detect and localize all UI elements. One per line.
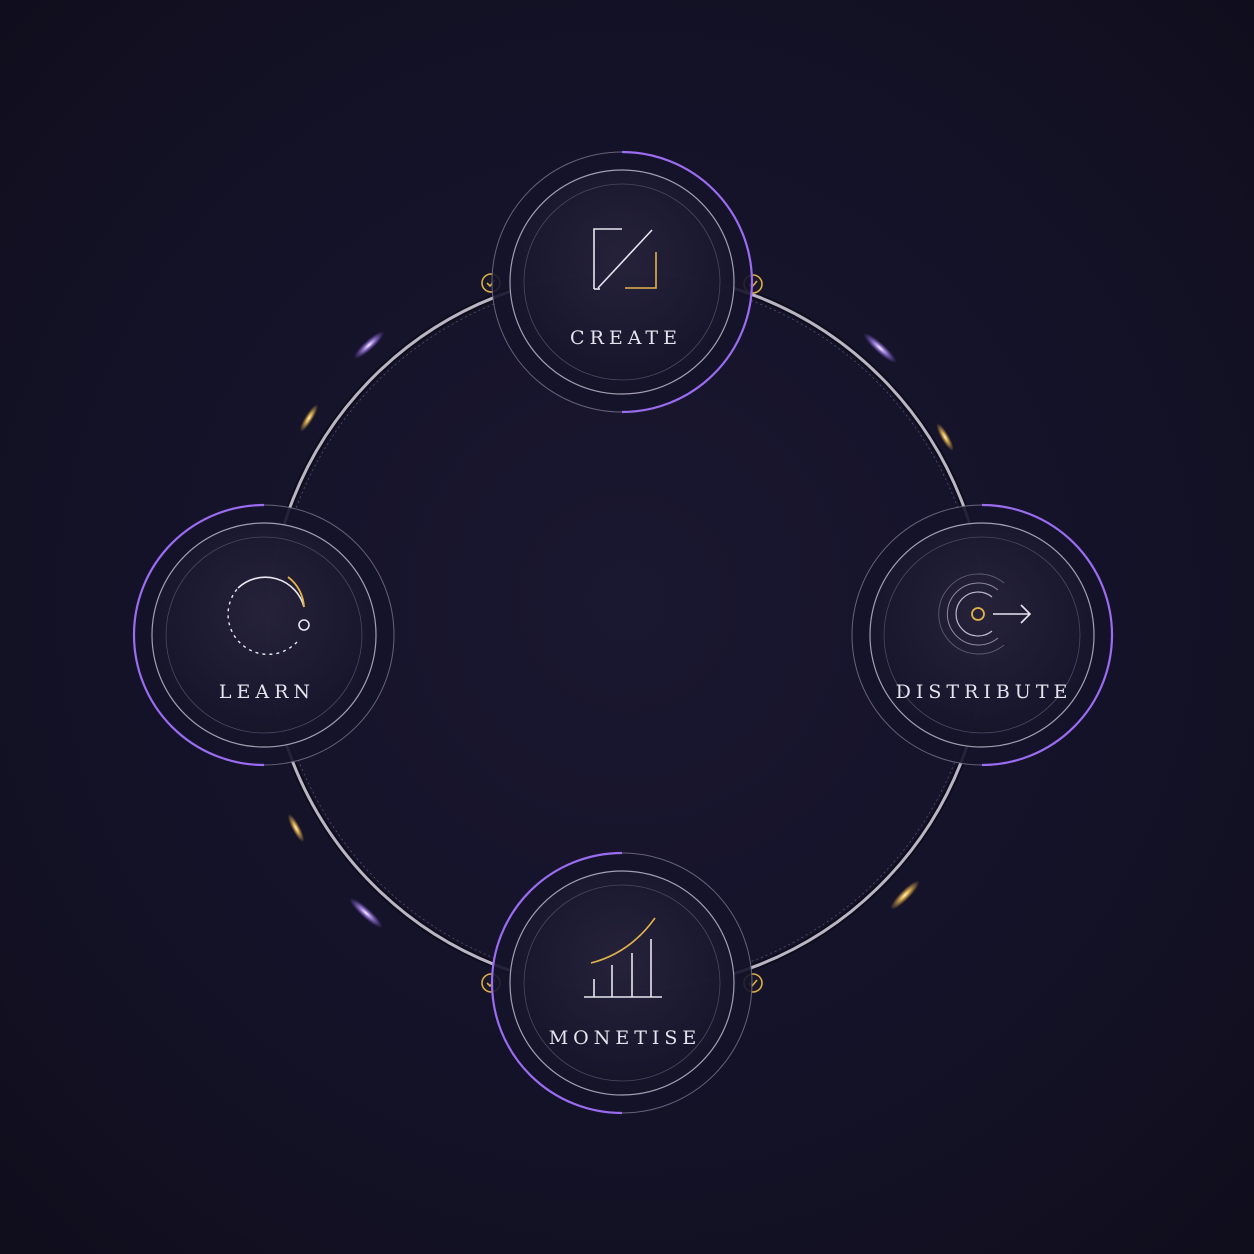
stage-node-learn[interactable]: LEARN bbox=[132, 503, 395, 767]
stage-node-monetise[interactable]: MONETISE bbox=[490, 851, 753, 1115]
stage-label-learn: LEARN bbox=[219, 681, 315, 703]
ring-glows bbox=[287, 331, 954, 929]
stage-label-monetise: MONETISE bbox=[549, 1027, 702, 1049]
stage-node-distribute[interactable]: DISTRIBUTE bbox=[851, 503, 1114, 767]
stage-label-create: CREATE bbox=[570, 327, 682, 349]
growth-bars-icon bbox=[584, 917, 662, 998]
square-slash-icon bbox=[593, 228, 657, 290]
cycle-loop-icon bbox=[227, 576, 310, 656]
target-arrow-icon bbox=[938, 573, 1032, 655]
stage-node-create[interactable]: CREATE bbox=[491, 150, 754, 414]
stage-label-distribute: DISTRIBUTE bbox=[896, 681, 1073, 703]
